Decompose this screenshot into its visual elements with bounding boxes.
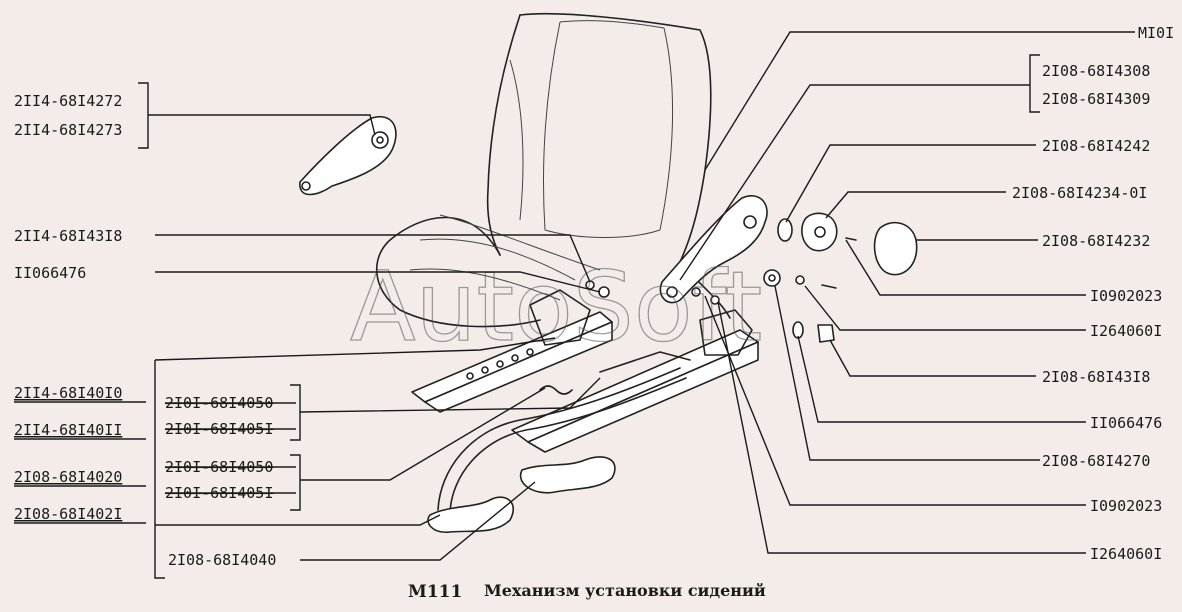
caption-code: M111 — [408, 582, 462, 602]
label-2i08-68i4040: 2I08-68I4040 — [168, 551, 276, 569]
label-2i08-68i43i8: 2I08-68I43I8 — [1042, 368, 1150, 386]
labels-left: 2II4-68I4272 2II4-68I4273 2II4-68I43I8 I… — [14, 92, 296, 569]
label-i0902023-b: I0902023 — [1090, 497, 1162, 515]
labels-right: MI0I 2I08-68I4308 2I08-68I4309 2I08-68I4… — [1012, 24, 1174, 563]
label-2i08-68i4020: 2I08-68I4020 — [14, 468, 122, 486]
leader-lines — [138, 31, 1135, 579]
label-ii066476-left: II066476 — [14, 264, 86, 282]
label-2i08-68i4242: 2I08-68I4242 — [1042, 137, 1150, 155]
label-i0902023-a: I0902023 — [1090, 287, 1162, 305]
label-2i08-68i4308: 2I08-68I4308 — [1042, 62, 1150, 80]
label-2ii4-68i40i0: 2II4-68I40I0 — [14, 384, 122, 402]
label-2ii4-68i4273: 2II4-68I4273 — [14, 121, 122, 139]
seat-illustration — [376, 12, 768, 328]
watermark-text: AutoSoft — [350, 251, 762, 363]
label-2ii4-68i43i8: 2II4-68I43I8 — [14, 227, 122, 245]
caption-title: Механизм установки сидений — [484, 581, 766, 600]
label-2ii4-68i40ii: 2II4-68I40II — [14, 421, 122, 439]
label-i264060i-a: I264060I — [1090, 322, 1162, 340]
label-2i08-68i4270: 2I08-68I4270 — [1042, 452, 1150, 470]
label-mi0i: MI0I — [1138, 24, 1174, 42]
label-2i08-68i4234-0i: 2I08-68I4234-0I — [1012, 184, 1147, 202]
caption: M111 Механизм установки сидений — [408, 581, 766, 602]
small-parts — [299, 115, 918, 343]
label-2i08-68i4232: 2I08-68I4232 — [1042, 232, 1150, 250]
seat-slides — [411, 289, 759, 533]
label-ii066476-right: II066476 — [1090, 414, 1162, 432]
label-2ii4-68i4272: 2II4-68I4272 — [14, 92, 122, 110]
label-2i08-68i402i: 2I08-68I402I — [14, 505, 122, 523]
label-i264060i-b: I264060I — [1090, 545, 1162, 563]
label-2i08-68i4309: 2I08-68I4309 — [1042, 90, 1150, 108]
